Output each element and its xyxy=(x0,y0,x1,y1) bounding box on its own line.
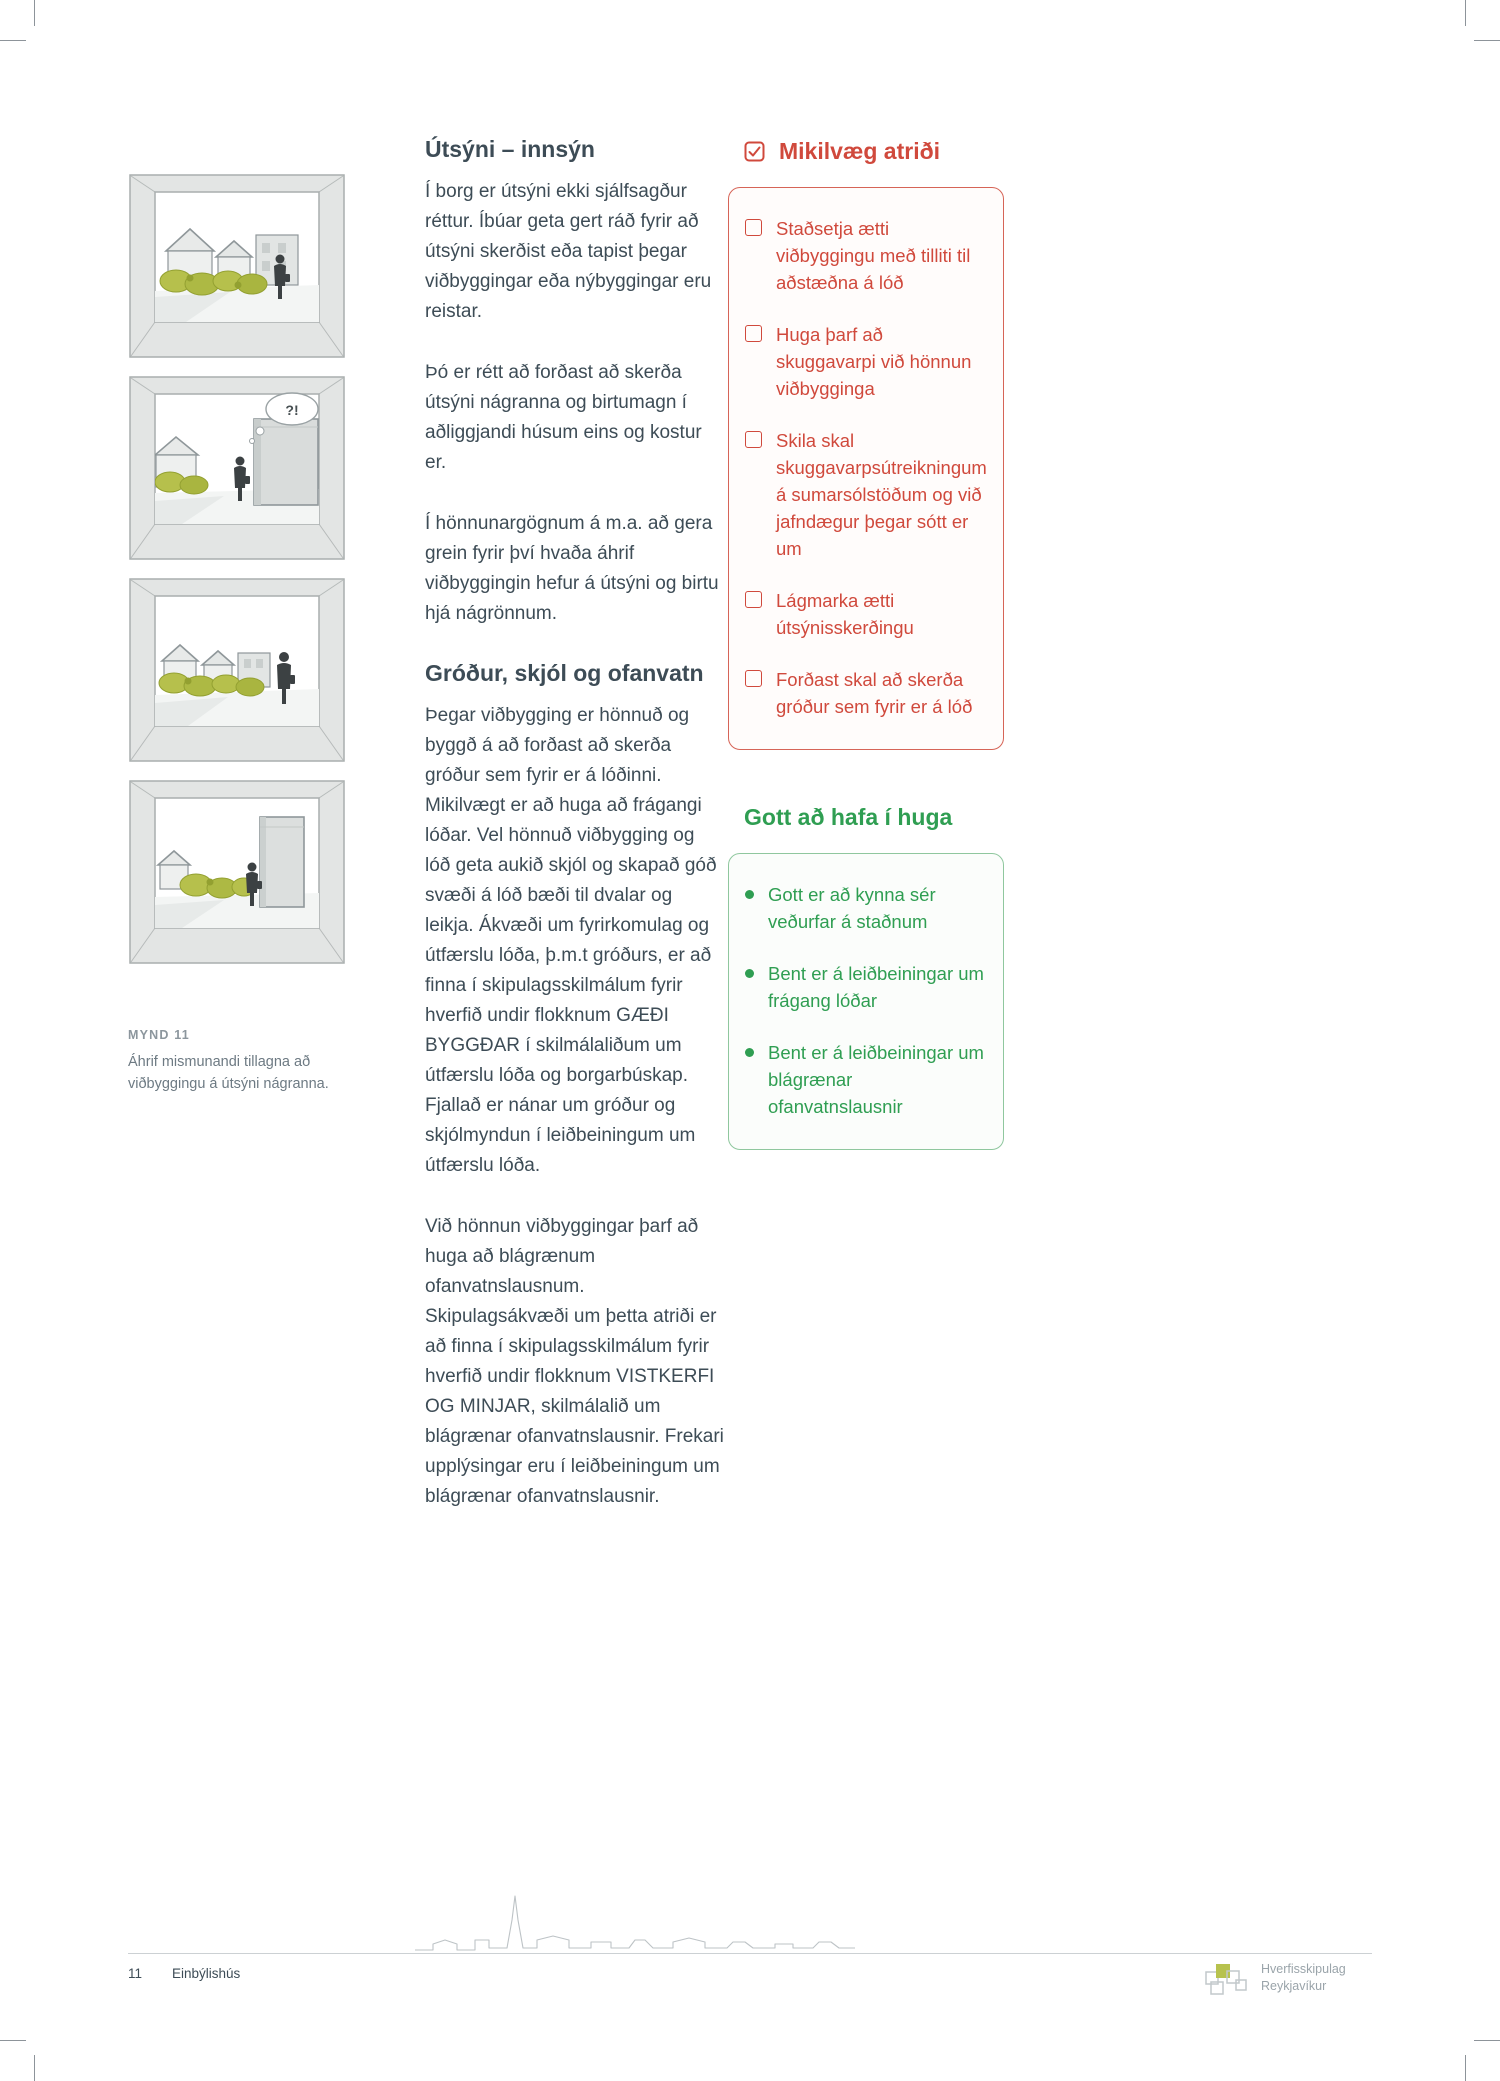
checklist-item: Lágmarka ætti útsýnisskerðingu xyxy=(745,587,985,641)
window-view-sketch-2: ?! xyxy=(129,376,345,560)
window-view-sketch-3 xyxy=(129,578,345,762)
crop-mark xyxy=(1465,2055,1466,2081)
crop-mark xyxy=(1474,2040,1500,2041)
tip-item-label: Bent er á leiðbeiningar um blágrænar ofa… xyxy=(768,1042,984,1117)
section-heading-utsyni: Útsýni – innsýn xyxy=(425,136,595,162)
figure-caption: MYND 11 Áhrif mismunandi tillagna að við… xyxy=(128,1028,390,1096)
tips-heading-label: Gott að hafa í huga xyxy=(744,804,953,830)
crop-mark xyxy=(1474,40,1500,41)
logo-text-line1: Hverfisskipulag xyxy=(1261,1962,1346,1977)
checkbox-icon xyxy=(745,431,762,448)
person-silhouette xyxy=(274,254,290,299)
thought-bubble-text: ?! xyxy=(285,402,298,418)
checklist-item-label: Lágmarka ætti útsýnisskerðingu xyxy=(776,590,914,638)
window-view-sketch-1 xyxy=(129,174,345,358)
section-heading-grodur: Gróður, skjól og ofanvatn xyxy=(425,660,704,686)
figure-illustration-3 xyxy=(128,577,346,763)
important-heading-label: Mikilvæg atriði xyxy=(779,138,941,164)
important-checklist-box: Staðsetja ætti viðbyggingu með tilliti t… xyxy=(728,187,1004,750)
crop-mark xyxy=(0,40,26,41)
figure-illustration-2: ?! xyxy=(128,375,346,561)
paragraph: Þegar viðbygging er hönnuð og byggð á að… xyxy=(425,705,717,1176)
tips-box: Gott er að kynna sér veðurfar á staðnum … xyxy=(728,853,1004,1150)
checkbox-icon xyxy=(745,591,762,608)
checkbox-icon xyxy=(745,219,762,236)
logo-text: Hverfisskipulag Reykjavíkur xyxy=(1261,1961,1346,1995)
thought-bubble: ?! xyxy=(249,392,319,444)
paragraph: Við hönnun viðbyggingar þarf að huga að … xyxy=(425,1216,724,1507)
tip-item: Gott er að kynna sér veðurfar á staðnum xyxy=(745,881,985,935)
footer-left: 11 Einbýlishús xyxy=(128,1966,240,1981)
bullet-icon xyxy=(745,969,754,978)
paragraph: Í borg er útsýni ekki sjálfsagður réttur… xyxy=(425,181,712,322)
crop-mark xyxy=(0,2040,26,2041)
crop-mark xyxy=(1465,0,1466,26)
checklist-item-label: Huga þarf að skuggavarpi við hönnun viðb… xyxy=(776,324,972,399)
page-number: 11 xyxy=(128,1966,143,1981)
shrubs xyxy=(158,672,265,697)
crop-mark xyxy=(34,0,35,26)
publisher-logo: Hverfisskipulag Reykjavíkur xyxy=(1205,1960,1346,1996)
bullet-icon xyxy=(745,1048,754,1057)
footer-section-label: Einbýlishús xyxy=(172,1966,241,1981)
important-heading: Mikilvæg atriði xyxy=(728,138,1004,165)
window-view-sketch-4 xyxy=(129,780,345,964)
checkbox-icon xyxy=(745,670,762,687)
checklist-item: Forðast skal að skerða gróður sem fyrir … xyxy=(745,666,985,720)
tips-heading: Gott að hafa í huga xyxy=(728,804,1004,831)
extension-wall-sketch xyxy=(253,418,319,506)
figure-caption-text: Áhrif mismunandi tillagna að viðbyggingu… xyxy=(128,1054,329,1093)
bullet-icon xyxy=(745,890,754,899)
tip-item: Bent er á leiðbeiningar um blágrænar ofa… xyxy=(745,1039,985,1120)
figure-illustration-4 xyxy=(128,779,346,965)
checkbox-icon xyxy=(745,325,762,342)
crop-mark xyxy=(34,2055,35,2081)
shrubs xyxy=(179,873,257,899)
tip-item-label: Gott er að kynna sér veðurfar á staðnum xyxy=(768,884,936,932)
city-skyline-illustration xyxy=(415,1895,855,1951)
checklist-item-label: Staðsetja ætti viðbyggingu með tilliti t… xyxy=(776,218,971,293)
checklist-item-label: Skila skal skuggavarpsútreikningum á sum… xyxy=(776,430,987,559)
sidebar-column: Mikilvæg atriði Staðsetja ætti viðbyggin… xyxy=(728,138,1004,1150)
footer-divider xyxy=(128,1953,1372,1954)
body-text-column: Útsýni – innsýn Í borg er útsýni ekki sj… xyxy=(425,136,725,1543)
figure-column: ?! xyxy=(128,173,346,981)
logo-text-line2: Reykjavíkur xyxy=(1261,1979,1327,1993)
shrubs xyxy=(159,269,268,296)
shrubs xyxy=(155,471,209,495)
checklist-item-label: Forðast skal að skerða gróður sem fyrir … xyxy=(776,669,973,717)
person-silhouette xyxy=(277,652,295,704)
person-silhouette xyxy=(234,456,250,501)
person-silhouette xyxy=(246,862,262,906)
checked-checkbox-icon xyxy=(744,141,765,162)
tip-item-label: Bent er á leiðbeiningar um frágang lóðar xyxy=(768,963,984,1011)
figure-illustration-1 xyxy=(128,173,346,359)
checklist-item: Staðsetja ætti viðbyggingu með tilliti t… xyxy=(745,215,985,296)
checklist-item: Skila skal skuggavarpsútreikningum á sum… xyxy=(745,427,987,562)
paragraph: Þó er rétt að forðast að skerða útsýni n… xyxy=(425,362,702,473)
checklist-item: Huga þarf að skuggavarpi við hönnun viðb… xyxy=(745,321,985,402)
extension-wall-sketch xyxy=(259,816,305,908)
tip-item: Bent er á leiðbeiningar um frágang lóðar xyxy=(745,960,985,1014)
figure-caption-label: MYND 11 xyxy=(128,1028,190,1042)
logo-icon xyxy=(1205,1964,1247,1995)
paragraph: Í hönnunargögnum á m.a. að gera grein fy… xyxy=(425,513,719,624)
